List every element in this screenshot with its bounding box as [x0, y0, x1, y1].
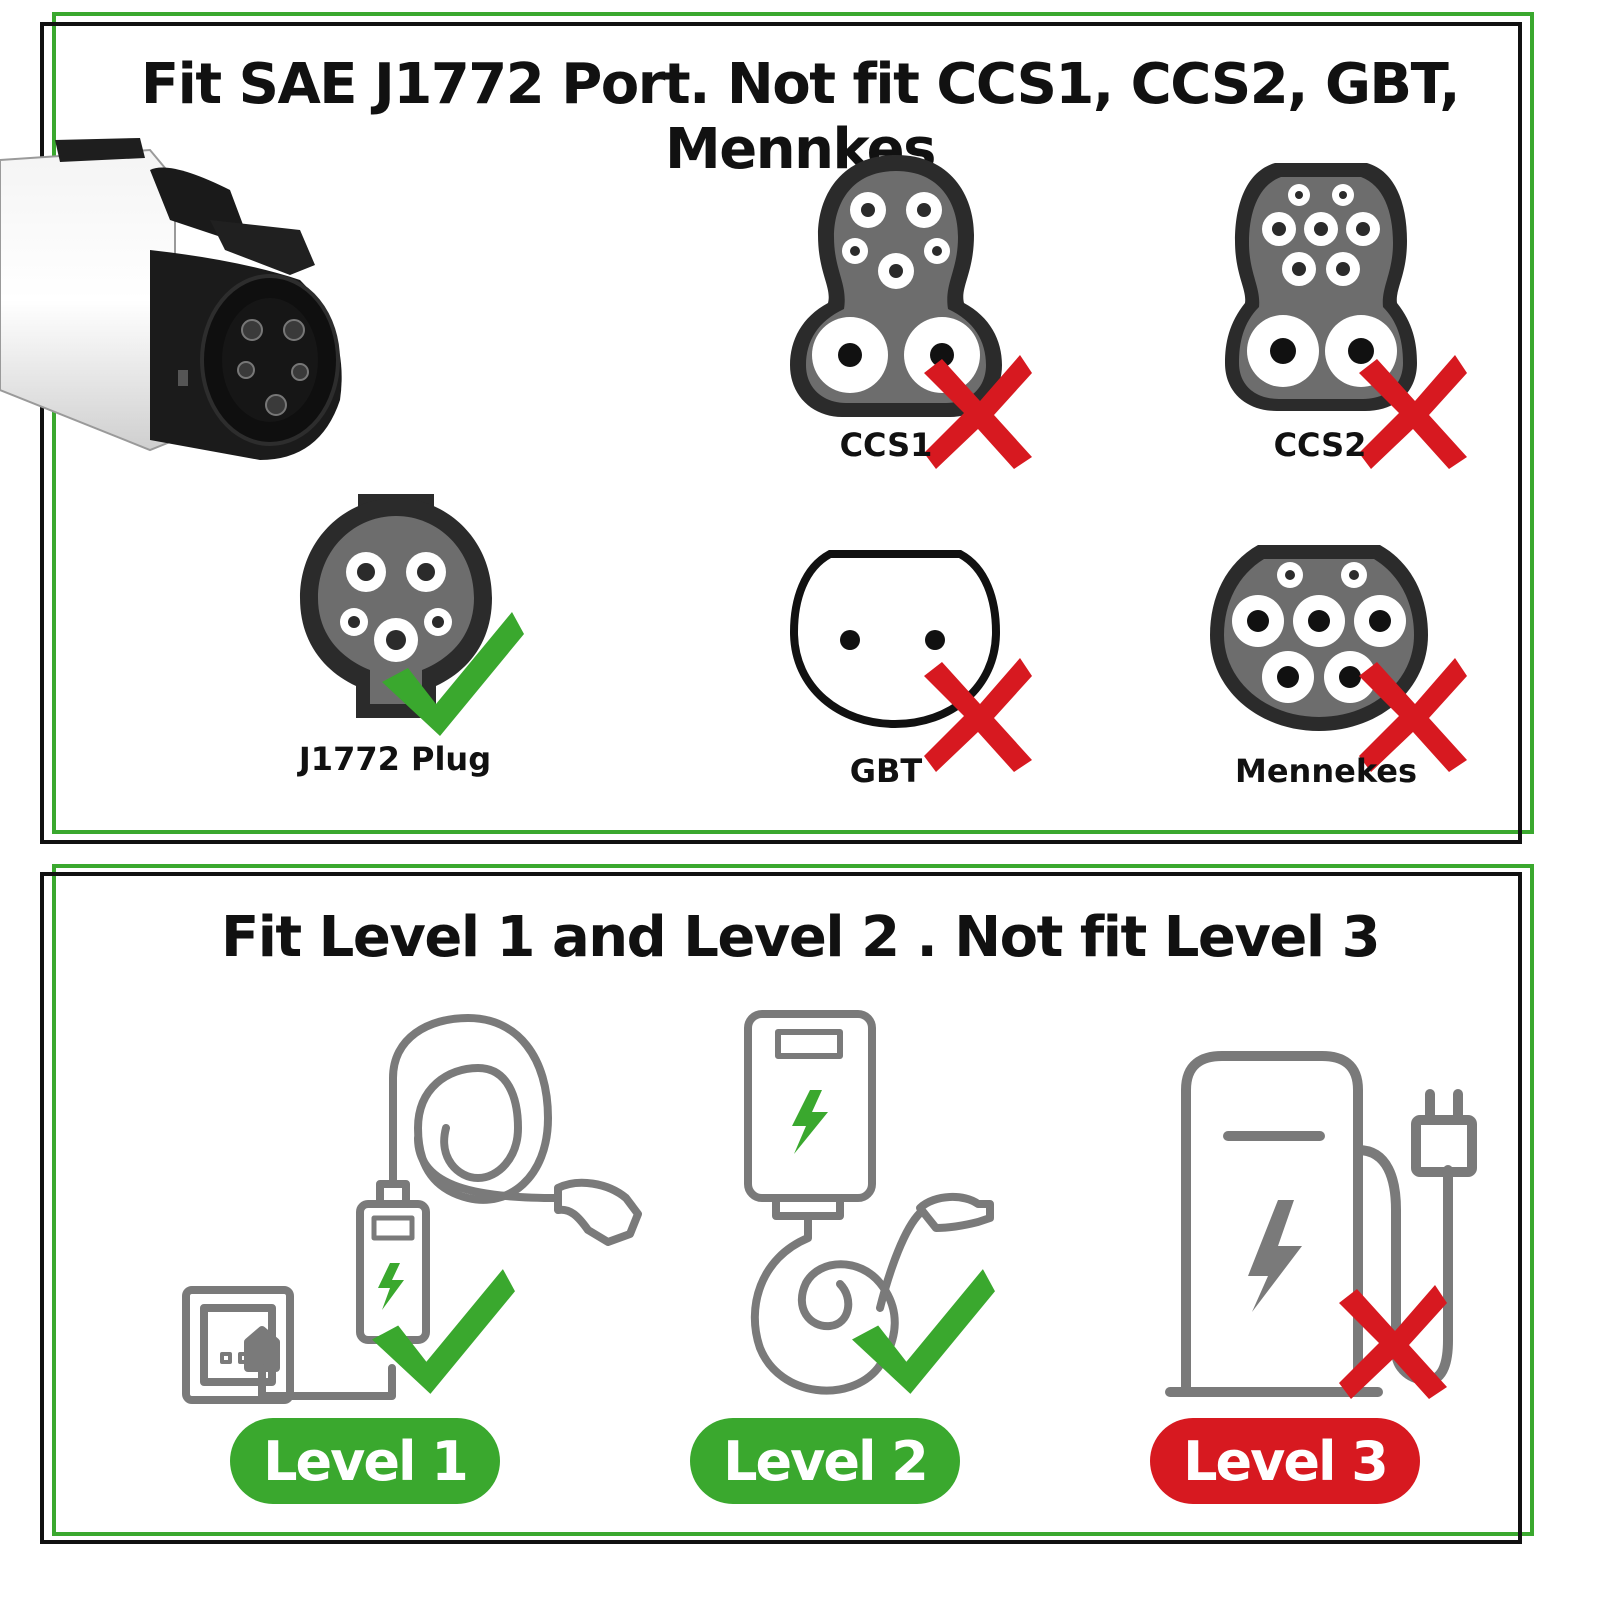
wall-charger-icon: [744, 1010, 994, 1395]
gbt-plug-label: GBT: [849, 752, 923, 790]
x-mark-icon: [1359, 658, 1467, 772]
dc-fast-charger-icon: [1165, 1051, 1477, 1397]
j1772-plug-label: J1772 Plug: [298, 740, 492, 778]
check-icon: [372, 1269, 515, 1394]
x-mark-icon: [1359, 355, 1467, 469]
top-panel-black-frame: [40, 22, 1522, 844]
check-icon: [852, 1269, 995, 1394]
mennekes-plug-label: Mennekes: [1235, 752, 1417, 790]
ccs1-plug-label: CCS1: [839, 426, 933, 464]
x-mark-icon: [1339, 1285, 1447, 1399]
bottom-panel-green-frame: [52, 864, 1534, 1536]
top-panel-green-frame: [52, 12, 1534, 834]
level-2-badge: Level 2: [690, 1418, 960, 1504]
bottom-panel-title: Fit Level 1 and Level 2 . Not fit Level …: [220, 905, 1381, 970]
x-mark-icon: [924, 658, 1032, 772]
bottom-panel-black-frame: [40, 872, 1522, 1544]
j1772-adapter-photo: [0, 138, 342, 460]
level-1-badge: Level 1: [230, 1418, 500, 1504]
j1772-plug-icon: [300, 494, 492, 718]
x-mark-icon: [924, 355, 1032, 469]
ccs2-plug-label: CCS2: [1273, 426, 1367, 464]
level-3-badge: Level 3: [1150, 1418, 1420, 1504]
ccs1-plug-icon: [790, 155, 1002, 417]
check-icon: [382, 612, 524, 736]
